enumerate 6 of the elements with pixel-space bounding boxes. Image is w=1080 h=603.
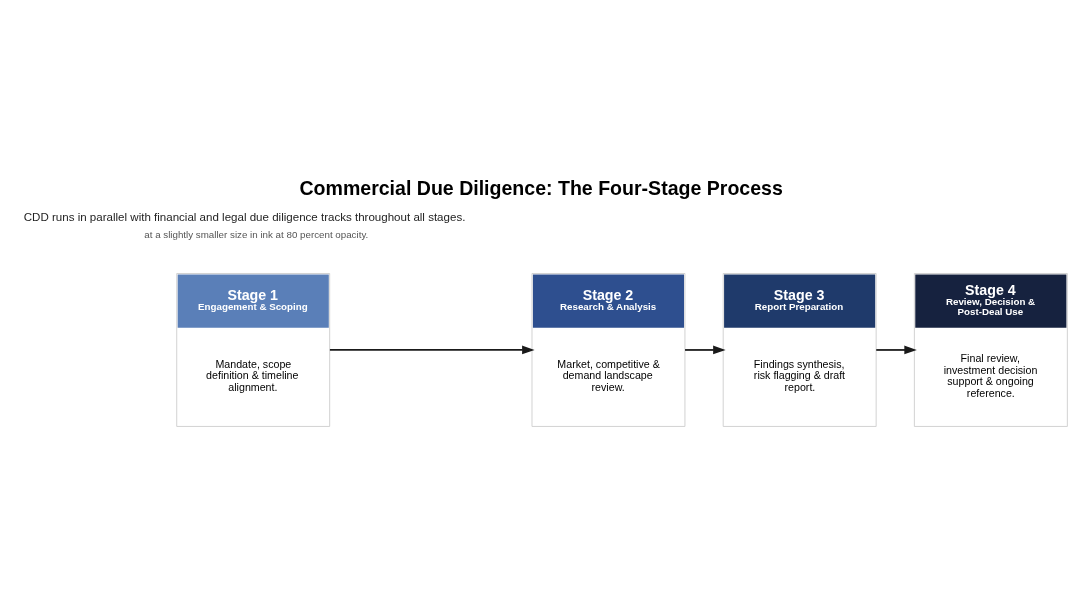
arrow bbox=[329, 345, 535, 355]
arrow bbox=[684, 345, 726, 355]
diagram-title: Commercial Due Diligence: The Four-Stage Process bbox=[299, 176, 783, 199]
label: at a slightly smaller size in ink at 80 percent opacity. bbox=[144, 228, 369, 240]
label: CDD runs in parallel with financial and legal due diligence tracks throughout all stages. bbox=[23, 211, 466, 224]
arrow bbox=[875, 345, 917, 355]
